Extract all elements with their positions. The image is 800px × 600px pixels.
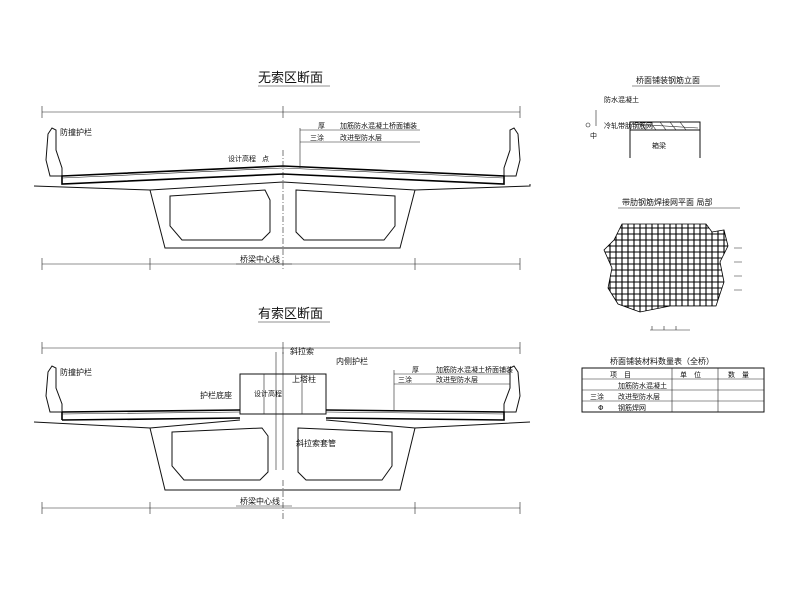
rebar-waterproof-label: 防水混凝土 <box>604 95 639 104</box>
rebar-elevation: 桥面铺装钢筋立面 箱梁 防水混凝土 冷轧带肋钢筋网 中 <box>585 75 720 158</box>
bottom-right-guardrail <box>503 365 521 413</box>
top-design-elev-label: 设计高程 <box>228 154 256 163</box>
top-guardrail-label: 防撞护栏 <box>60 127 92 137</box>
rebar-girder-label: 箱梁 <box>652 141 666 150</box>
rebar-girder <box>629 130 701 158</box>
bottom-centerline-label: 桥梁中心线 <box>240 496 280 506</box>
bottom-layer2-no: 三涂 <box>398 375 412 384</box>
mesh-plan: 带肋钢筋焊接网平面 局部 <box>603 197 742 331</box>
left-guardrail <box>45 127 63 177</box>
top-layer2-no: 三涂 <box>310 133 324 142</box>
bottom-section-title: 有索区断面 <box>258 307 323 322</box>
tower-column <box>239 373 327 415</box>
bottom-bottom-dimension <box>41 502 521 514</box>
rebar-center-label: 中 <box>590 131 597 140</box>
rebar-elevation-title: 桥面铺装钢筋立面 <box>636 75 700 85</box>
guard-base-label: 护栏底座 <box>200 390 232 400</box>
rebar-mesh-label: 冷轧带肋钢筋网 <box>604 121 653 130</box>
table-row-3-item: 钢筋焊网 <box>618 403 646 412</box>
table-row-1-item: 加筋防水混凝土 <box>618 381 667 390</box>
bottom-guardrail-label: 防撞护栏 <box>60 367 92 377</box>
top-layer2-desc: 改进型防水层 <box>340 133 382 142</box>
bottom-left-guardrail <box>45 365 63 413</box>
stay-cable-label: 斜拉索 <box>290 346 314 356</box>
table-header-item: 项 目 <box>610 371 631 379</box>
rebar-center-mark <box>585 122 591 128</box>
table-row-2-no: 三涂 <box>590 392 604 401</box>
cable-sleeve-label: 斜拉索套管 <box>296 438 336 448</box>
top-left-cell <box>169 189 271 241</box>
inner-guard-label: 内侧护栏 <box>336 356 368 366</box>
bottom-layer2-desc: 改进型防水层 <box>436 375 478 384</box>
top-section: 无索区断面 防撞护栏 桥梁中心线 设计高程 点 厚 <box>33 71 531 270</box>
top-box-girder <box>33 181 531 249</box>
bottom-layer1-no: 厚 <box>412 366 419 374</box>
quantity-table: 桥面铺装材料数量表（全桥） 项 目 单 位 数 量 加筋防水混凝土 三涂 改进型… <box>581 356 765 413</box>
bottom-box-girder <box>33 419 531 491</box>
bottom-right-cell <box>297 427 393 481</box>
top-dimension-line <box>41 106 521 118</box>
table-row-3-no: Φ <box>598 404 604 412</box>
table-row-2-item: 改进型防水层 <box>618 392 660 401</box>
tower-column-label: 上塔柱 <box>292 374 316 384</box>
right-guardrail <box>503 127 521 177</box>
rebar-mesh-grid <box>603 223 729 313</box>
bottom-section: 有索区断面 防撞护栏 上塔柱 斜拉索 内侧护栏 护栏底座 斜拉索套管 <box>33 307 531 520</box>
bottom-layer1-desc: 加筋防水混凝土桥面铺装 <box>436 365 513 374</box>
bottom-design-elev-label: 设计高程 <box>254 389 282 398</box>
top-centerline-label: 桥梁中心线 <box>240 254 280 264</box>
top-bottom-dimension <box>41 258 521 270</box>
top-layer1-no: 厚 <box>318 122 325 130</box>
top-point-label: 点 <box>262 155 269 163</box>
bottom-dimension-line <box>41 342 521 354</box>
table-header-unit: 单 位 <box>680 370 701 379</box>
quantity-table-title: 桥面铺装材料数量表（全桥） <box>610 356 714 366</box>
top-layer1-desc: 加筋防水混凝土桥面铺装 <box>340 121 417 130</box>
top-right-cell <box>295 189 396 241</box>
bottom-left-cell <box>171 427 269 481</box>
mesh-plan-title: 带肋钢筋焊接网平面 局部 <box>622 197 713 207</box>
table-header-qty: 数 量 <box>728 370 749 379</box>
top-section-title: 无索区断面 <box>258 71 323 86</box>
